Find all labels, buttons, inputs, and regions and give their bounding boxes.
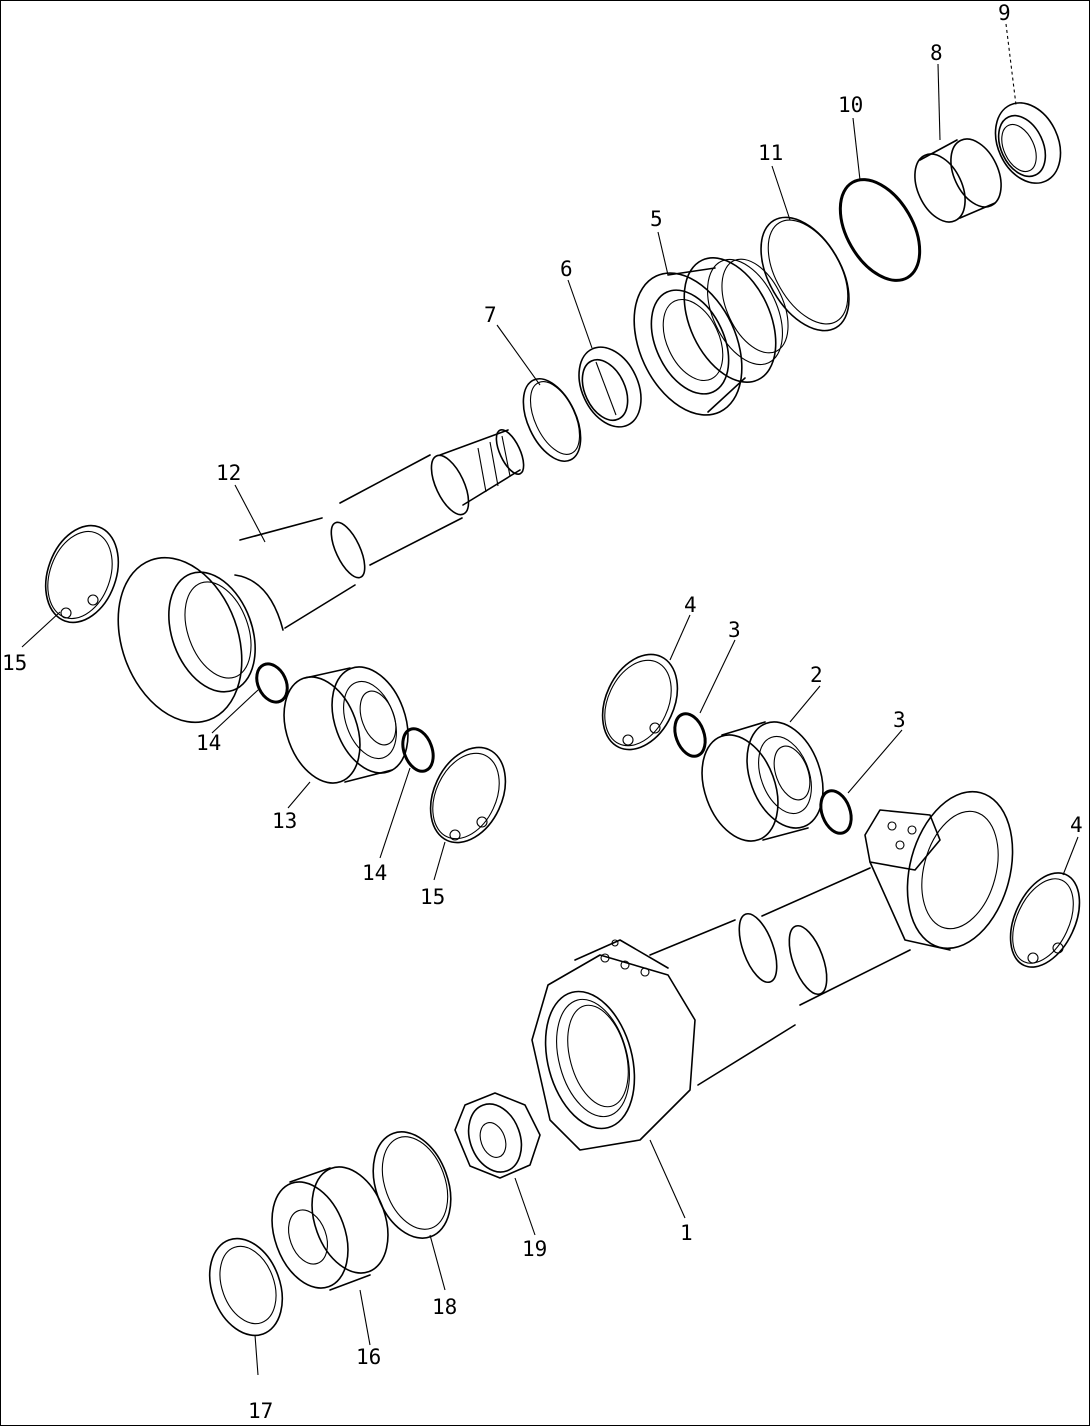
callout-18: 18 xyxy=(432,1295,457,1319)
callout-7: 7 xyxy=(484,303,497,327)
part-5-piston xyxy=(633,257,789,416)
part-18-wear-ring xyxy=(372,1131,452,1239)
callout-6: 6 xyxy=(560,257,573,281)
part-14-o-ring-lower xyxy=(401,727,435,773)
part-9-bearing xyxy=(994,102,1062,184)
part-4-snap-ring-upper xyxy=(601,653,679,751)
callout-5: 5 xyxy=(650,207,663,231)
callout-8: 8 xyxy=(930,41,943,65)
part-4-snap-ring-right xyxy=(1009,872,1081,968)
callout-11: 11 xyxy=(758,141,783,165)
part-3-o-ring-upper xyxy=(673,712,707,758)
part-15-snap-ring-middle xyxy=(429,746,507,844)
part-8-bushing xyxy=(914,138,1002,223)
callout-4-upper: 4 xyxy=(684,593,697,617)
callout-19: 19 xyxy=(522,1237,547,1261)
callout-9: 9 xyxy=(998,1,1011,25)
part-14-o-ring-upper xyxy=(255,662,289,704)
callout-12: 12 xyxy=(216,461,241,485)
callout-4-right: 4 xyxy=(1070,813,1083,837)
callout-14-lower: 14 xyxy=(362,861,387,885)
leader-lines xyxy=(21,23,1079,1376)
callout-16: 16 xyxy=(356,1345,381,1369)
callout-15-middle: 15 xyxy=(420,885,445,909)
part-3-o-ring-lower xyxy=(819,789,853,835)
callout-1: 1 xyxy=(680,1221,693,1245)
part-15-snap-ring-left xyxy=(44,524,120,624)
part-11-backup-ring xyxy=(760,216,850,332)
callout-14-upper: 14 xyxy=(196,731,221,755)
part-16-gland xyxy=(271,1166,389,1291)
callout-10: 10 xyxy=(838,93,863,117)
callout-15-left: 15 xyxy=(2,651,27,675)
callout-3-lower: 3 xyxy=(893,708,906,732)
part-13-bushing xyxy=(283,666,409,784)
part-6-bearing xyxy=(578,346,642,428)
part-2-bushing xyxy=(701,721,824,842)
part-10-o-ring xyxy=(838,178,922,282)
callout-13: 13 xyxy=(272,809,297,833)
part-19-nut xyxy=(454,1092,541,1179)
callout-2: 2 xyxy=(810,663,823,687)
callout-17: 17 xyxy=(248,1399,273,1423)
callout-3-upper: 3 xyxy=(728,618,741,642)
part-1-cylinder-tube xyxy=(531,790,1014,1151)
part-17-dust-seal xyxy=(208,1237,284,1337)
part-12-piston-rod xyxy=(117,429,525,724)
